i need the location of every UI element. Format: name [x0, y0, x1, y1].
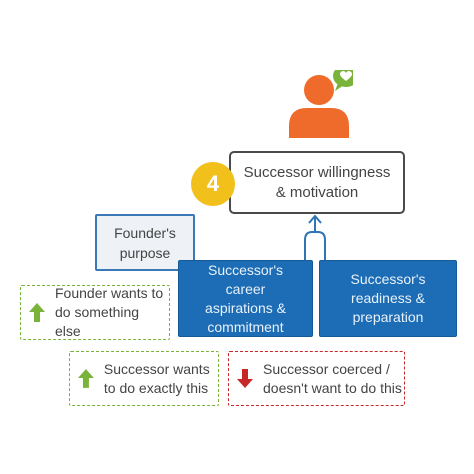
- founder-wants-box: Founder wants to do something else: [20, 285, 170, 340]
- successor-willingness-label: Successor willingness & motivation: [243, 163, 391, 201]
- down-arrow-icon: [237, 369, 253, 388]
- founder-wants-label: Founder wants to do something else: [55, 285, 164, 339]
- successor-readiness-box: Successor's readiness & preparation: [319, 260, 457, 337]
- successor-readiness-label: Successor's readiness & preparation: [350, 271, 426, 325]
- successor-coerced-label: Successor coerced / doesn't want to do t…: [263, 360, 402, 396]
- successor-wants-label: Successor wants to do exactly this: [103, 360, 210, 396]
- successor-wants-box: Successor wants to do exactly this: [69, 351, 219, 406]
- successor-career-label: Successor's career aspirations & commitm…: [205, 261, 286, 335]
- founders-purpose-box: Founder's purpose: [95, 214, 195, 271]
- successor-career-box: Successor's career aspirations & commitm…: [178, 260, 313, 337]
- person-heart-icon: [283, 65, 359, 140]
- successor-willingness-box: Successor willingness & motivation: [229, 151, 405, 214]
- successor-coerced-box: Successor coerced / doesn't want to do t…: [228, 351, 405, 406]
- step-number: 4: [206, 171, 220, 196]
- step-number-badge: 4: [191, 162, 235, 206]
- up-arrow-icon: [78, 369, 94, 388]
- up-arrow-icon: [29, 303, 45, 322]
- founders-purpose-label: Founder's purpose: [114, 224, 176, 261]
